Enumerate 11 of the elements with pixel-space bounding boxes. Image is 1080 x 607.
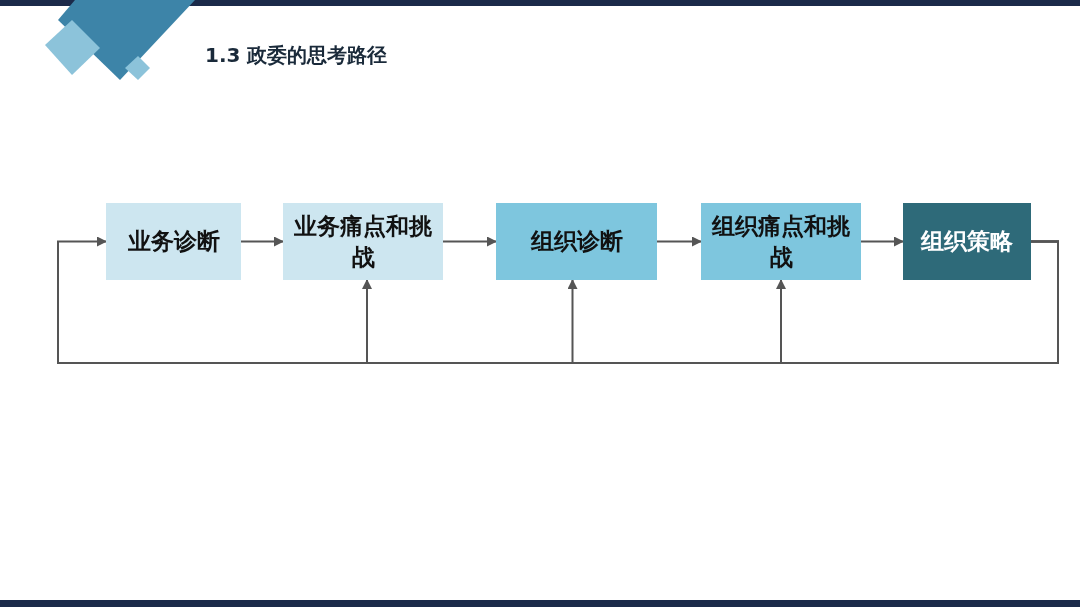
slide-title: 1.3 政委的思考路径 <box>205 42 388 69</box>
process-box: 组织策略 <box>903 203 1031 280</box>
arrow <box>240 236 284 247</box>
process-box: 组织诊断 <box>496 203 657 280</box>
arrow <box>442 236 497 247</box>
process-box: 业务诊断 <box>106 203 241 280</box>
process-box: 业务痛点和挑战 <box>283 203 443 280</box>
arrow <box>860 236 904 247</box>
arrow <box>776 240 1059 364</box>
process-box: 组织痛点和挑战 <box>701 203 861 280</box>
arrow <box>656 236 702 247</box>
